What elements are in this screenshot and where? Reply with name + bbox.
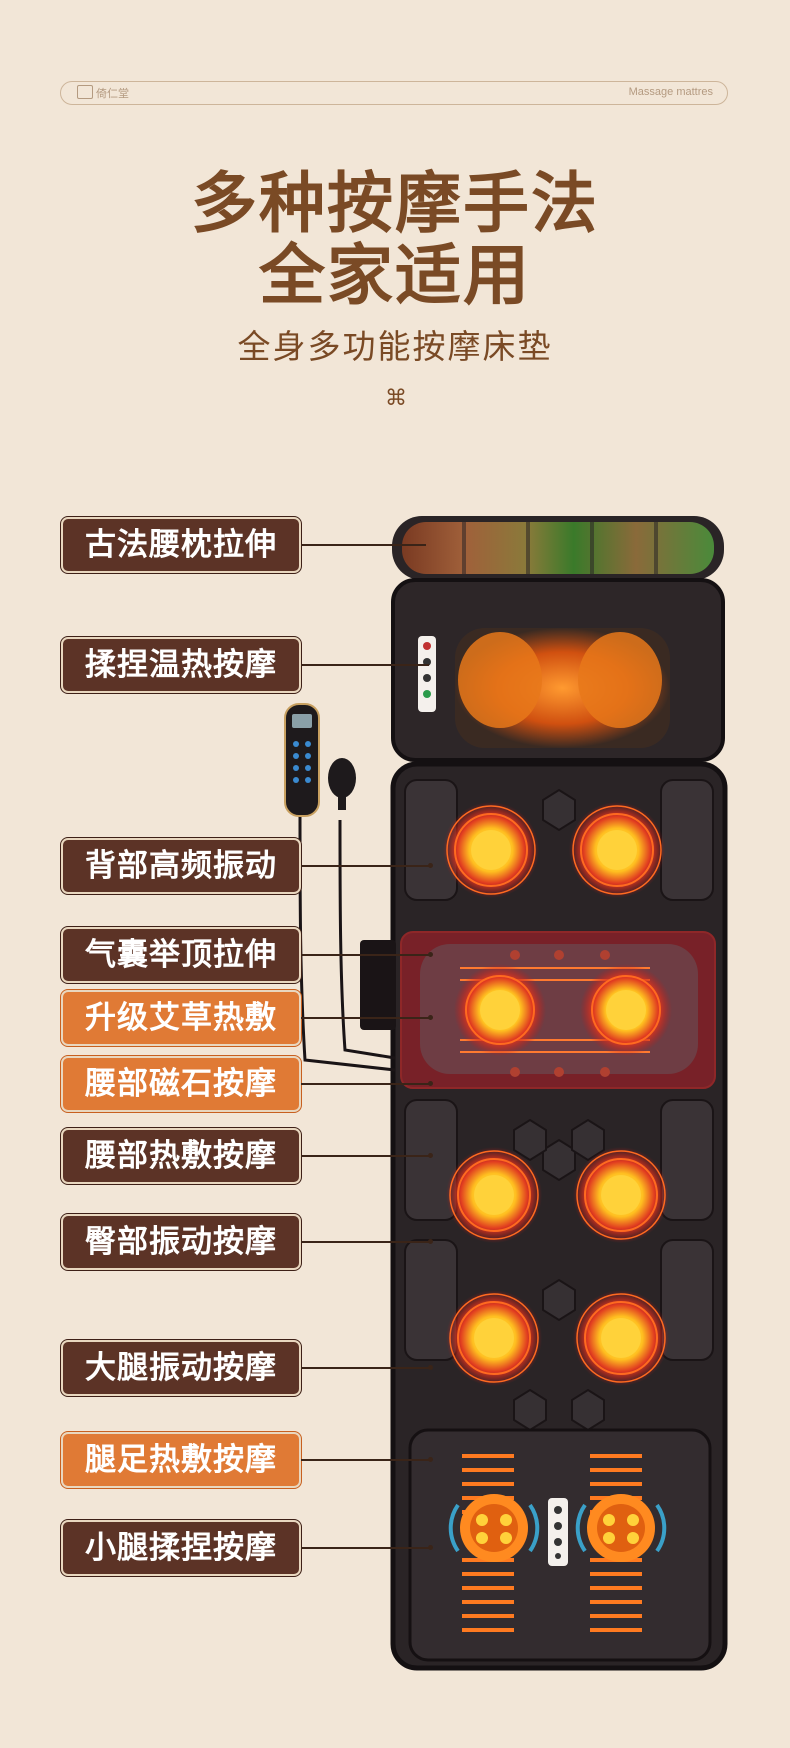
back-vibration-points — [443, 802, 665, 898]
leader-dot — [428, 1545, 433, 1550]
label-moxa-heat: 升级艾草热敷 — [61, 990, 301, 1046]
label-back-vibration: 背部高频振动 — [61, 838, 301, 894]
header-subtitle: Massage mattres — [628, 86, 713, 98]
leader-dot — [428, 1457, 433, 1462]
label-leg-foot-heat: 腿足热敷按摩 — [61, 1432, 301, 1488]
brand-icon — [77, 85, 93, 99]
leader-dot — [428, 1239, 433, 1244]
label-waist-pillow-stretch: 古法腰枕拉伸 — [61, 517, 301, 573]
leader-dot — [428, 863, 433, 868]
title-line-2: 全家适用 — [259, 237, 531, 314]
leader-line — [301, 544, 426, 546]
leader-line — [301, 1367, 429, 1369]
label-thigh-vibration: 大腿振动按摩 — [61, 1340, 301, 1396]
airbag-lumbar-panel — [400, 931, 716, 1089]
leader-line — [301, 1547, 429, 1549]
leader-line — [301, 664, 429, 666]
leader-dot — [428, 952, 433, 957]
neck-massager — [391, 578, 725, 762]
thigh-vibration-points — [446, 1290, 669, 1386]
leader-line — [301, 865, 429, 867]
leg-foot-massager — [408, 1428, 712, 1662]
leader-line — [301, 1459, 429, 1461]
leader-line — [301, 954, 429, 956]
herb-pillow — [392, 516, 724, 580]
leader-line — [301, 1241, 429, 1243]
title-line-1: 多种按摩手法 — [191, 165, 599, 242]
label-calf-kneading: 小腿揉捏按摩 — [61, 1520, 301, 1576]
header-bar: 倚仁堂 Massage mattres — [60, 81, 728, 105]
label-lumbar-heat: 腰部热敷按摩 — [61, 1128, 301, 1184]
leader-dot — [428, 1015, 433, 1020]
remote-control — [284, 703, 396, 1072]
label-kneading-heat: 揉捏温热按摩 — [61, 637, 301, 693]
leader-dot — [428, 1365, 433, 1370]
leader-dot — [428, 1081, 433, 1086]
label-lumbar-magnet: 腰部磁石按摩 — [61, 1056, 301, 1112]
leader-dot — [428, 1153, 433, 1158]
page-subtitle: 全身多功能按摩床垫 — [237, 327, 553, 366]
hip-vibration-points — [446, 1147, 669, 1243]
clover-icon: ⌘ — [385, 386, 407, 411]
brand-logo: 倚仁堂 — [77, 85, 129, 101]
label-hip-vibration: 臀部振动按摩 — [61, 1214, 301, 1270]
brand-name: 倚仁堂 — [96, 87, 129, 100]
leader-line — [301, 1083, 429, 1085]
leader-line — [301, 1155, 429, 1157]
label-airbag-stretch: 气囊举顶拉伸 — [61, 927, 301, 983]
leader-line — [301, 1017, 429, 1019]
